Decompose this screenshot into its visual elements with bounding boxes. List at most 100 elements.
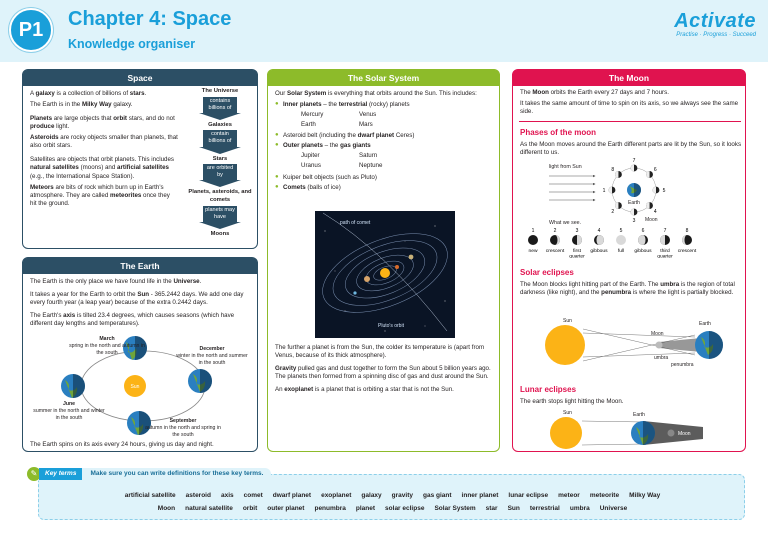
outer-planets-item: Outer planets – the gas giants JupiterSa…	[275, 142, 495, 170]
phase-name: crescent	[546, 248, 565, 254]
comet-path-label: path of comet	[340, 220, 371, 226]
phase-name: quarter	[657, 254, 673, 259]
lunar-eclipse-title: Lunar eclipses	[520, 385, 577, 394]
phase-number: 7	[664, 228, 667, 234]
phase-number: 2	[554, 228, 557, 234]
march-text: spring in the north and autumn in the so…	[69, 342, 145, 356]
june-text: summer in the north and winter in the so…	[33, 407, 105, 421]
inner-planets-label: Inner planets – the terrestrial (rocky) …	[283, 101, 410, 109]
earth-p3: The Earth's axis is tilted 23.4 degrees,…	[30, 312, 235, 328]
orbit-moon-icon	[615, 171, 622, 178]
key-term: asteroid	[185, 492, 211, 499]
orbit-moon-icon	[615, 202, 622, 209]
planet-name: Venus	[359, 111, 377, 119]
light-label: light from Sun	[549, 164, 582, 170]
earth-icon	[631, 421, 655, 445]
solar-eclipse-title: Solar eclipses	[520, 268, 574, 277]
orbit-number: 7	[633, 158, 636, 164]
flow-arrow-label: are orbited by	[203, 164, 237, 181]
moon-p1: The Moon orbits the Earth every 27 days …	[520, 89, 669, 96]
flow-level: The Universe	[201, 88, 239, 94]
orbit-moon-icon	[630, 164, 638, 172]
moon-phase-icon	[660, 235, 670, 245]
earth-footer: The Earth spins on its axis every 24 hou…	[30, 441, 214, 448]
comets-item: Comets (balls of ice)	[275, 184, 495, 192]
solar-eclipse-text: The Moon blocks light hitting part of th…	[520, 281, 735, 297]
moon-phase-icon	[638, 235, 648, 245]
phases-text: As the Moon moves around the Earth diffe…	[520, 141, 742, 157]
planet-name: Uranus	[301, 162, 321, 170]
divider	[519, 121, 741, 122]
moon-phase-icon	[616, 235, 626, 245]
orbit-moon-icon	[630, 208, 638, 216]
space-paragraph: Asteroids are rocky objects smaller than…	[30, 134, 178, 150]
space-paragraph: Meteors are bits of rock which burn up i…	[30, 183, 170, 207]
key-term: solar eclipse	[385, 505, 425, 512]
solar-exoplanet-text: An exoplanet is a planet that is orbitin…	[275, 386, 454, 394]
header-band	[0, 0, 768, 62]
flow-arrow-label: contain billions of	[203, 130, 237, 147]
flow-level: Moons	[210, 230, 230, 237]
sun-label: Sun	[131, 384, 140, 390]
phase-name: quarter	[569, 254, 585, 259]
inner-planets-item: Inner planets – the terrestrial (rocky) …	[275, 101, 495, 129]
moon-phase-icon	[594, 235, 604, 245]
key-term: inner planet	[461, 492, 499, 499]
phase-number: 1	[532, 228, 535, 234]
umbra-label: umbra	[654, 355, 668, 361]
moon-p2: It takes the same amount of time to spin…	[520, 100, 739, 116]
flow-level: Stars	[212, 155, 228, 162]
moon-phase-icon	[528, 235, 538, 245]
planet-name: Earth	[301, 121, 316, 129]
phase-number: 8	[686, 228, 689, 234]
orbit-moon-icon	[646, 171, 653, 178]
orbit-number: 4	[654, 209, 657, 215]
september-text: autumn in the north and spring in the so…	[145, 424, 221, 438]
earth-june-icon	[61, 374, 85, 398]
solar-eclipse-moon-label: Moon	[651, 331, 664, 337]
earth-september-icon	[127, 411, 151, 435]
december-text: winter in the north and summer in the so…	[176, 352, 248, 366]
key-term: gravity	[391, 492, 413, 499]
march-label: March spring in the north and autumn in …	[65, 336, 149, 356]
space-paragraph: Planets are large objects that orbit sta…	[30, 115, 175, 131]
december-label: December winter in the north and summer …	[175, 346, 249, 366]
earth-text: The Earth is the only place we have foun…	[30, 278, 252, 328]
lunar-eclipse-diagram: Sun Earth Moon	[550, 410, 703, 449]
page-title: Chapter 4: Space	[68, 8, 232, 30]
planet-name: Neptune	[359, 162, 383, 170]
moon-intro: The Moon orbits the Earth every 27 days …	[520, 89, 742, 116]
earth-p2: It takes a year for the Earth to orbit t…	[30, 291, 244, 307]
phase-name: gibbous	[590, 248, 608, 254]
earth-p1: The Earth is the only place we have foun…	[30, 278, 202, 285]
earth-december-icon	[188, 369, 212, 393]
key-term: star	[485, 505, 498, 512]
moon-phase-icon	[572, 235, 582, 245]
space-text: A galaxy is a collection of billions of …	[30, 90, 178, 211]
solar-intro: Our Solar System is everything that orbi…	[275, 90, 477, 97]
solar-panel: The Solar System Our Solar System is eve…	[267, 69, 500, 452]
moon-panel: The Moon The Moon orbits the Earth every…	[512, 69, 746, 452]
moon-phases-diagram: light from Sun Earth Moon What we see. 1…	[528, 158, 697, 259]
flow-arrow-label: planets may have	[203, 205, 237, 222]
brand-logo: Activate Practise · Progress · Succeed	[674, 8, 756, 40]
outer-planets-label: Outer planets – the gas giants	[283, 142, 371, 150]
pluto-orbit-label: Pluto's orbit	[378, 323, 405, 329]
flow-arrow: contains billions of	[199, 96, 241, 120]
phase-name: gibbous	[634, 248, 652, 254]
seasons-diagram: Sun	[61, 336, 212, 435]
september-title: September	[169, 418, 197, 424]
orbit-moon-icon	[652, 186, 660, 194]
flow-arrow-label: contains billions of	[203, 96, 237, 113]
orbit-number: 8	[611, 167, 614, 173]
space-heading: Space	[23, 70, 257, 86]
phase-number: 6	[642, 228, 645, 234]
june-label: June summer in the north and winter in t…	[31, 401, 107, 421]
lunar-eclipse-moon-label: Moon	[678, 431, 691, 437]
moon-icon	[667, 429, 675, 437]
phase-name: first	[573, 248, 582, 254]
space-paragraph: A galaxy is a collection of billions of …	[30, 90, 147, 97]
